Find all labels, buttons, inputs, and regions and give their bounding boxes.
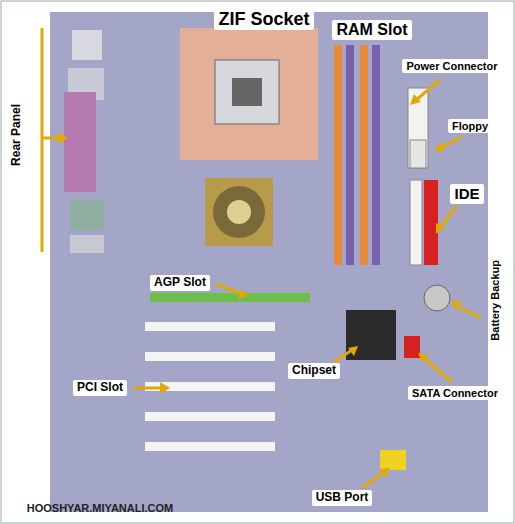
part-label: Floppy	[448, 119, 492, 134]
part-label: USB Port	[312, 490, 373, 506]
part-label: SATA Connector	[408, 386, 502, 401]
part-label: ZIF Socket	[214, 8, 313, 31]
part-label: AGP Slot	[150, 275, 210, 291]
watermark: HOOSHYAR.MIYANALI.COM	[23, 501, 177, 516]
part-label: IDE	[450, 184, 483, 203]
part-label: Power Connector	[402, 59, 501, 74]
part-label: Chipset	[288, 363, 340, 379]
part-label: RAM Slot	[332, 20, 411, 40]
part-label: Rear Panel	[9, 100, 25, 170]
part-label: PCI Slot	[73, 380, 127, 396]
part-label: Battery Backup	[488, 256, 503, 345]
